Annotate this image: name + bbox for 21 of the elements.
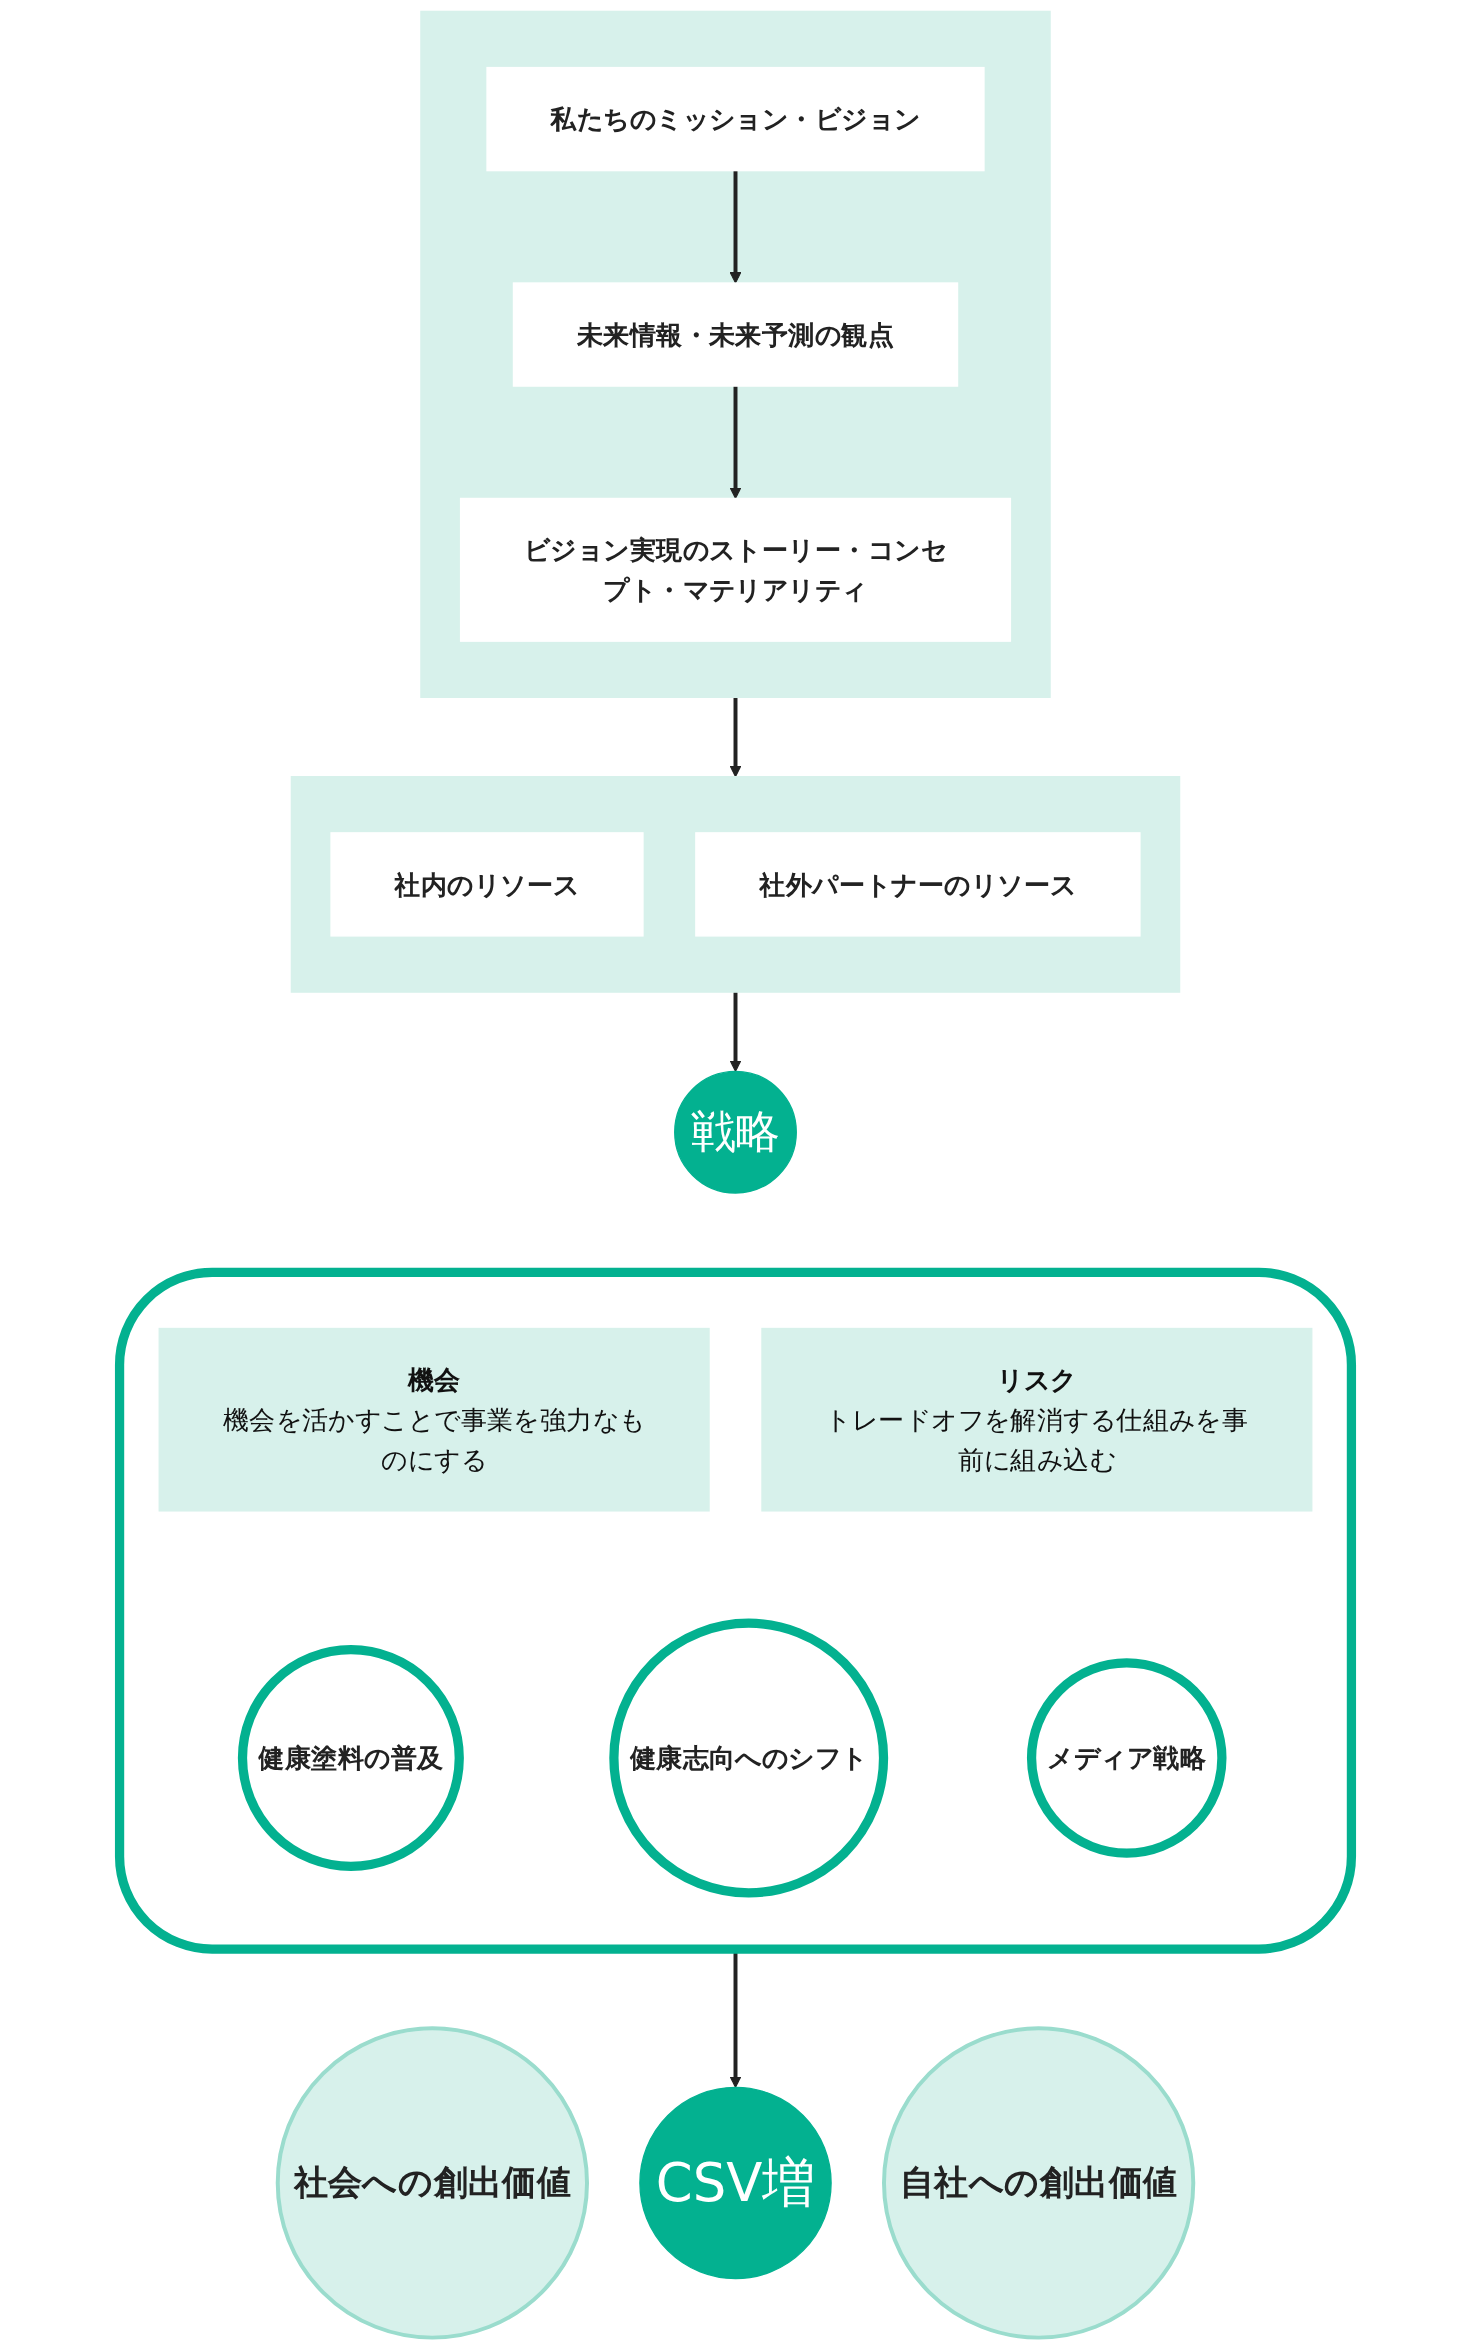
node-circle: メディア戦略 <box>1026 1658 1227 1858</box>
arrow <box>729 992 741 1072</box>
node-box: 機会 機会を活かすことで事業を強力なものにする <box>158 1327 710 1512</box>
node-circle: 社会への創出価値 <box>275 2026 589 2340</box>
cluster <box>419 10 1051 698</box>
node-box: 私たちのミッション・ビジョン <box>485 66 985 172</box>
node-circle: 健康塗料の普及 <box>237 1645 464 1872</box>
node-circle: 戦略 <box>673 1070 797 1194</box>
node-circle: CSV増 <box>638 2086 832 2280</box>
arrow <box>729 697 741 778</box>
arrow <box>729 386 741 499</box>
cluster <box>114 1267 1356 1954</box>
node-box: 社外パートナーのリソース <box>694 832 1141 937</box>
cluster <box>290 776 1180 993</box>
node-box: リスク トレードオフを解消する仕組みを事前に組み込む <box>760 1327 1312 1512</box>
node-box: ビジョン実現のストーリー・コンセプト・マテリアリティ <box>459 497 1011 642</box>
arrow <box>729 170 741 284</box>
node-box: 未来情報・未来予測の観点 <box>512 282 958 387</box>
node-circle: 自社への創出価値 <box>881 2026 1195 2340</box>
node-box: 社内のリソース <box>329 832 644 937</box>
node-circle: 健康志向へのシフト <box>608 1618 888 1898</box>
